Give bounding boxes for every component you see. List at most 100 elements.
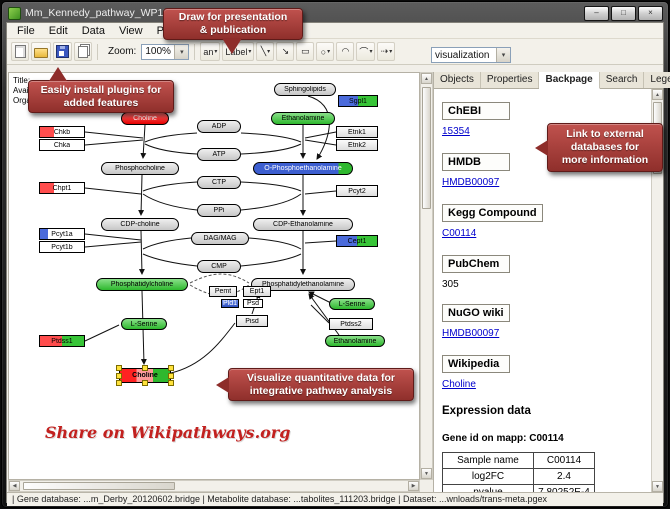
menu-item-help[interactable]: Help <box>206 24 230 37</box>
interaction-tool-button[interactable]: ⇢▾ <box>377 42 396 61</box>
node-ethanolamine-top[interactable]: Ethanolamine <box>271 112 335 125</box>
node-dag-mag[interactable]: DAG/MAG <box>191 232 249 245</box>
visualization-combobox[interactable]: visualization ▾ <box>431 47 511 63</box>
node-chpt1[interactable]: Chpt1 <box>39 182 85 194</box>
node-ctp[interactable]: CTP <box>197 176 241 189</box>
menu-item-view[interactable]: View <box>118 24 143 37</box>
node-phosphocholine[interactable]: Phosphocholine <box>101 162 179 175</box>
node-pld1[interactable]: Pld1 <box>221 299 239 308</box>
node-etnk1[interactable]: Etnk1 <box>336 126 378 138</box>
node-ept1[interactable]: Ept1 <box>243 286 271 297</box>
tab-backpage[interactable]: Backpage <box>539 72 600 89</box>
chevron-down-icon[interactable]: ▾ <box>174 44 189 59</box>
selection-handle[interactable] <box>168 380 174 386</box>
minimize-button[interactable]: – <box>584 5 609 21</box>
open-button[interactable] <box>31 42 51 61</box>
rectangle-tool-button[interactable]: ▭ <box>296 42 315 61</box>
pathway-canvas[interactable]: Title:Availability:Organism: <box>8 72 420 480</box>
scroll-up-icon[interactable]: ▲ <box>652 89 663 100</box>
label-tool-button[interactable]: Label▾ <box>222 42 255 61</box>
copy-button[interactable] <box>74 42 92 61</box>
scroll-up-icon[interactable]: ▲ <box>421 73 432 84</box>
scroll-right-icon[interactable]: ▶ <box>408 481 419 491</box>
node-label: Choline <box>133 115 157 122</box>
menu-item-edit[interactable]: Edit <box>48 24 68 37</box>
node-etnk2[interactable]: Etnk2 <box>336 139 378 151</box>
node-choline-top[interactable]: Choline <box>121 112 169 125</box>
scroll-down-icon[interactable]: ▼ <box>421 468 432 479</box>
selection-handle[interactable] <box>116 365 122 371</box>
scrollbar-thumb[interactable] <box>23 482 175 490</box>
new-button[interactable] <box>11 42 29 61</box>
node-pcyt1a[interactable]: Pcyt1a <box>39 228 85 240</box>
node-phosphatidylethanolamine[interactable]: Phosphatidylethanolamine <box>251 278 355 291</box>
bracket-tool-button[interactable]: ⌒▾ <box>356 42 376 61</box>
zoom-combobox[interactable]: 100% ▾ <box>141 43 190 60</box>
section-value-link[interactable]: HMDB00097 <box>442 177 500 188</box>
node-ethanolamine-bottom[interactable]: Ethanolamine <box>325 335 385 347</box>
scroll-left-icon[interactable]: ◀ <box>9 481 20 491</box>
node-sgpl1[interactable]: Sgpl1 <box>338 95 378 107</box>
node-chkb[interactable]: Chkb <box>39 126 85 138</box>
scroll-down-icon[interactable]: ▼ <box>652 481 663 492</box>
node-cept1[interactable]: Cept1 <box>336 235 378 247</box>
section-value-link[interactable]: Choline <box>442 379 476 390</box>
node-psd[interactable]: Psd <box>243 299 263 308</box>
node-l-serine-right[interactable]: L-Serine <box>329 298 375 310</box>
node-label: Pcyt1a <box>51 230 73 238</box>
maximize-button[interactable]: □ <box>611 5 636 21</box>
selection-handle[interactable] <box>116 372 122 379</box>
save-button[interactable] <box>53 42 72 61</box>
selection-handle[interactable] <box>168 372 174 379</box>
selection-handle[interactable] <box>116 380 122 386</box>
canvas-horizontal-scrollbar[interactable]: ◀ ▶ <box>8 480 420 492</box>
node-label: Pemt <box>214 288 232 295</box>
node-choline-selected[interactable]: Choline <box>116 365 174 386</box>
node-atp[interactable]: ATP <box>197 148 241 161</box>
tab-legend[interactable]: Legend <box>644 72 670 88</box>
section-value-link[interactable]: 15354 <box>442 126 470 137</box>
node-cdp-ethanolamine[interactable]: CDP-Ethanolamine <box>253 218 353 231</box>
oval-tool-button[interactable]: ○▾ <box>316 42 335 61</box>
tab-objects[interactable]: Objects <box>434 72 481 88</box>
node-pisd[interactable]: Pisd <box>236 315 268 327</box>
panel-vertical-scrollbar[interactable]: ▲ ▼ <box>651 89 663 492</box>
line-tool-button[interactable]: ╲▾ <box>256 42 275 61</box>
chevron-down-icon: ▾ <box>327 49 331 55</box>
selection-handle[interactable] <box>168 365 174 371</box>
close-button[interactable]: × <box>638 5 663 21</box>
section-value-link[interactable]: HMDB00097 <box>442 328 500 339</box>
node-ptdss2[interactable]: Ptdss2 <box>329 318 373 330</box>
arrow-tool-button[interactable]: ↘ <box>276 42 295 61</box>
menu-item-plugins[interactable]: Plugins <box>156 24 193 37</box>
canvas-vertical-scrollbar[interactable]: ▲ ▼ <box>420 72 433 480</box>
datanode-tool-button[interactable]: an▾ <box>200 42 221 61</box>
node-sphingolipids[interactable]: Sphingolipids <box>274 83 336 96</box>
menu-item-file[interactable]: File <box>17 24 35 37</box>
node-pcyt1b[interactable]: Pcyt1b <box>39 241 85 253</box>
scrollbar-thumb[interactable] <box>653 102 662 174</box>
node-label: Ethanolamine <box>281 115 325 122</box>
node-l-serine-left[interactable]: L-Serine <box>121 318 167 330</box>
selection-handle[interactable] <box>142 380 148 386</box>
menu-item-data[interactable]: Data <box>81 24 105 37</box>
node-pcyt2[interactable]: Pcyt2 <box>336 185 378 197</box>
scrollbar-thumb[interactable] <box>422 87 431 209</box>
tab-properties[interactable]: Properties <box>480 72 540 88</box>
node-cdp-choline[interactable]: CDP-choline <box>101 218 179 231</box>
section-value-link[interactable]: C00114 <box>442 228 477 239</box>
chevron-down-icon[interactable]: ▾ <box>496 48 510 62</box>
selection-handle[interactable] <box>142 365 148 371</box>
node-adp[interactable]: ADP <box>197 120 241 133</box>
node-phosphatidylcholine[interactable]: Phosphatidylcholine <box>96 278 188 291</box>
titlebar[interactable]: Mm_Kennedy_pathway_WP1771_45176.gpml –□× <box>8 5 663 21</box>
arc-tool-button[interactable]: ◠ <box>336 42 355 61</box>
node-o-phosphoethanolamine[interactable]: O-Phosphoethanolamine <box>253 162 353 175</box>
node-cmp[interactable]: CMP <box>197 260 241 273</box>
node-ptdss1[interactable]: Ptdss1 <box>39 335 85 347</box>
node-chka[interactable]: Chka <box>39 139 85 151</box>
tab-search[interactable]: Search <box>599 72 645 88</box>
node-pemt[interactable]: Pemt <box>209 286 237 297</box>
node-ppi[interactable]: PPi <box>197 204 241 217</box>
